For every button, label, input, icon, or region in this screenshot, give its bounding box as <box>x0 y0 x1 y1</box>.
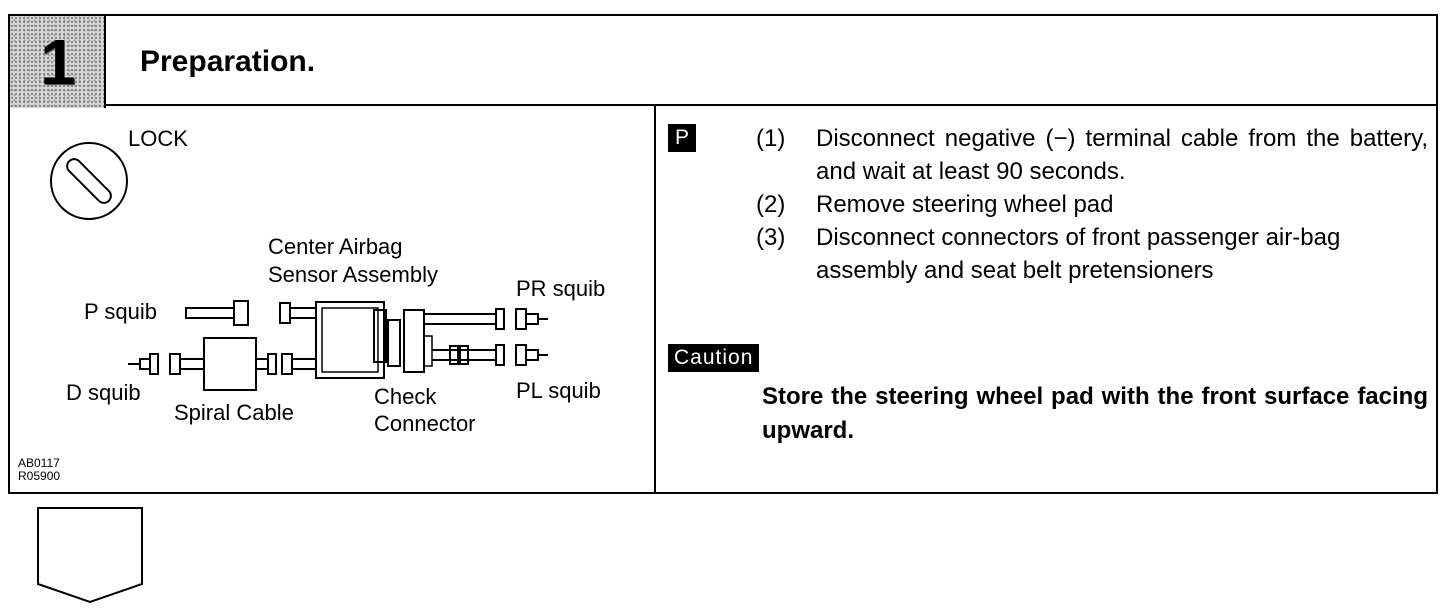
step-number: 1 <box>40 26 76 98</box>
lock-label: LOCK <box>128 126 188 151</box>
figure-code-2: R05900 <box>18 469 60 483</box>
step-number-label: (1) <box>756 125 786 152</box>
center-sensor-label-2: Sensor Assembly <box>268 262 438 287</box>
figure-code-1: AB0117 <box>18 456 60 470</box>
column-divider <box>654 104 656 492</box>
step-text: Disconnect negative (−) terminal cable f… <box>816 125 1428 185</box>
step-header: 1 Preparation. <box>8 14 1438 108</box>
caution-text: Store the steering wheel pad with the fr… <box>762 383 1428 444</box>
instructions-panel: P (1) Disconnect negative (−) terminal c… <box>656 104 1438 492</box>
page-title: Preparation. <box>140 45 316 78</box>
content-box: LOCK <box>8 104 1438 494</box>
check-connector <box>403 309 425 373</box>
step-number-badge: 1 <box>10 16 106 108</box>
d-squib-label: D squib <box>66 380 141 405</box>
spiral-cable-connector <box>256 353 317 375</box>
pr-squib-label: PR squib <box>516 276 605 301</box>
step-number-label: (2) <box>756 191 786 218</box>
airbag-diagram-drawing: LOCK <box>18 126 605 483</box>
ignition-lock-icon <box>50 142 128 220</box>
preparation-tag: P <box>668 124 696 152</box>
pr-squib-connector <box>424 308 548 330</box>
step-number-label: (3) <box>756 224 786 251</box>
pl-squib-label: PL squib <box>516 378 601 403</box>
airbag-diagram: LOCK <box>10 104 654 492</box>
check-connector-label-1: Check <box>374 384 437 409</box>
p-squib-label: P squib <box>84 299 157 324</box>
step-text: Remove steering wheel pad <box>816 191 1114 218</box>
d-squib-connector <box>128 353 205 375</box>
center-sensor-label-1: Center Airbag <box>268 234 403 259</box>
caution-tag: Caution <box>668 344 760 372</box>
spiral-cable-label: Spiral Cable <box>174 400 294 425</box>
p-squib-connector <box>185 300 317 326</box>
spiral-cable-box <box>203 337 257 391</box>
check-connector-label-2: Connector <box>374 411 476 436</box>
pl-squib-connector <box>432 344 548 366</box>
step-text: Disconnect connectors of front passenger… <box>816 224 1341 284</box>
page-tab-marker <box>37 507 143 604</box>
center-airbag-sensor-box <box>315 301 385 379</box>
